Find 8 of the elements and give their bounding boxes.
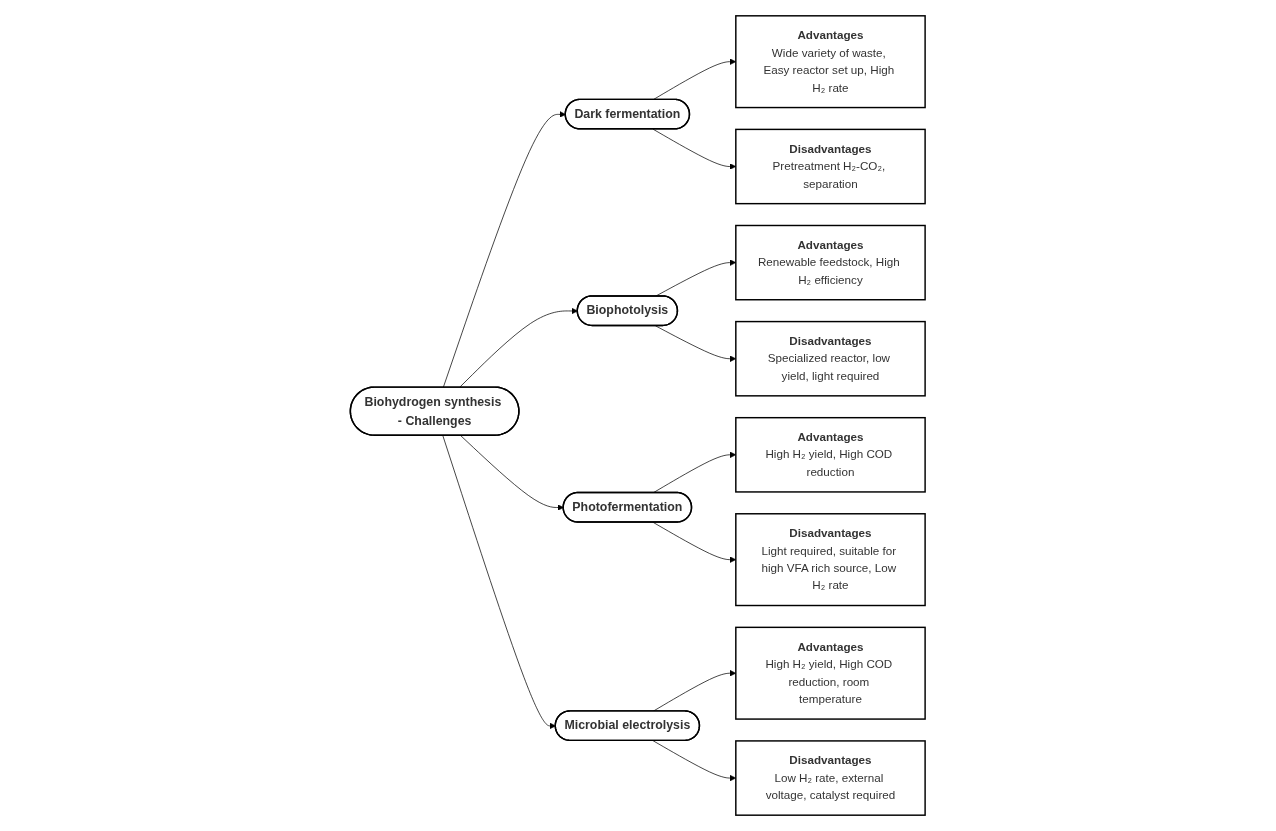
node-box: Disadvantages Low H₂ rate, external voltage, catalyst required <box>735 740 927 816</box>
node-box: Advantages High H₂ yield, High COD reduction <box>735 416 927 493</box>
node-box: Advantages Wide variety of waste, Easy reactor set up, High H₂ rate <box>735 15 927 109</box>
node-box: Advantages High H₂ yield, High COD reduction, room temperature <box>735 626 927 720</box>
node-box: Disadvantages Light required, suitable for high VFA rich source, Low H₂ rate <box>735 513 927 607</box>
node-box: Disadvantages Specialized reactor, low yield, light required <box>735 320 927 397</box>
node-box: Disadvantages Pretreatment H₂-CO₂, separation <box>735 128 927 205</box>
node-box: Advantages Renewable feedstock, High H₂ efficiency <box>735 224 927 301</box>
